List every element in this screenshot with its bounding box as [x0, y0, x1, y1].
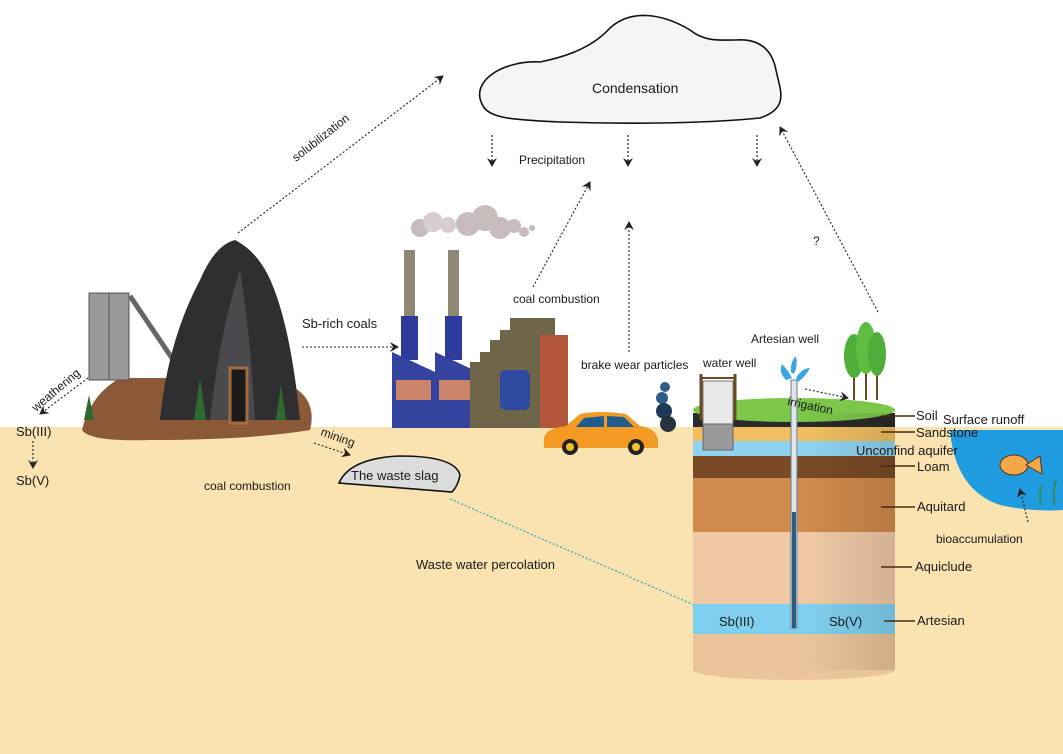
- layer-label-sandstone: Sandstone: [916, 425, 978, 440]
- percolation-arrow: [449, 498, 708, 611]
- soil-column: [693, 379, 895, 680]
- precipitation-label: Precipitation: [519, 153, 585, 167]
- fountain-icon: [780, 356, 810, 382]
- evaporation-arrow: [779, 126, 879, 313]
- coal-combustion-arrow: [532, 181, 591, 288]
- coal-combustion-air-label: coal combustion: [513, 292, 600, 306]
- artesian-well-label: Artesian well: [751, 332, 819, 346]
- precipitation-arrows: [487, 135, 762, 167]
- brake-wear-label: brake wear particles: [581, 358, 688, 372]
- waste-slag-shape: [337, 455, 461, 493]
- weathering-label: weathering: [28, 366, 83, 415]
- irrigation-arrow: [804, 388, 849, 402]
- cloud-label: Condensation: [592, 80, 678, 96]
- car-exhaust: [656, 382, 676, 432]
- layer-leaders: [881, 415, 915, 622]
- water-well-icon: [699, 374, 737, 451]
- solubilization-label: solubilization: [289, 111, 352, 164]
- question-label: ?: [813, 234, 820, 248]
- bioaccumulation-arrow: [1017, 488, 1029, 523]
- trees-icon: [844, 322, 886, 400]
- waste-slag-label: The waste slag: [351, 468, 438, 483]
- sb-rich-coals-label: Sb-rich coals: [302, 316, 378, 331]
- percolation-label: Waste water percolation: [416, 557, 555, 572]
- solubilization-arrow: [237, 75, 444, 234]
- bioaccumulation-label: bioaccumulation: [936, 532, 1023, 546]
- seaweed-icon: [1038, 479, 1057, 506]
- cloud-shape: [479, 14, 782, 124]
- coal-combustion-ground-label: coal combustion: [204, 479, 291, 493]
- water-well-label: water well: [702, 356, 756, 370]
- layer-label-artesian: Artesian: [917, 613, 965, 628]
- layer-label-aquiclude: Aquiclude: [915, 559, 972, 574]
- layer-label-aquitard: Aquitard: [917, 499, 965, 514]
- coal-mine: [82, 240, 312, 441]
- sb5-left-label: Sb(V): [16, 473, 49, 488]
- surface-runoff-label: Surface runoff: [943, 412, 1025, 427]
- coal-power-plant: [392, 250, 568, 428]
- sb3-aquifer-label: Sb(III): [719, 614, 754, 629]
- sb3-left-label: Sb(III): [16, 424, 51, 439]
- car: [544, 412, 658, 455]
- ground: [0, 427, 1063, 754]
- fish-icon: [999, 454, 1043, 476]
- weathering-arrow: [39, 377, 89, 415]
- layer-label-unconfined-aquifer: Unconfind aquifer: [856, 443, 959, 458]
- factory-smoke: [411, 205, 535, 239]
- sb5-aquifer-label: Sb(V): [829, 614, 862, 629]
- layer-label-loam: Loam: [917, 459, 950, 474]
- layer-label-soil: Soil: [916, 408, 938, 423]
